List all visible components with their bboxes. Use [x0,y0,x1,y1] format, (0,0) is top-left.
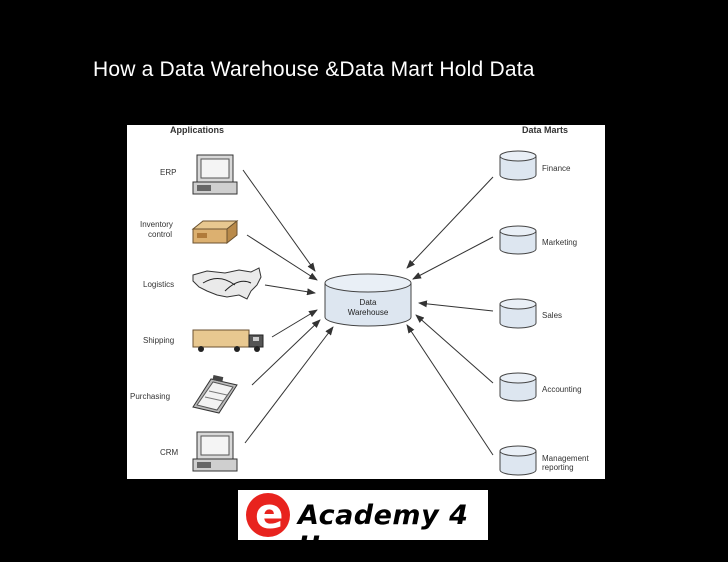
data-mart-label-management-line2: reporting [542,463,574,472]
logo-text: Academy 4 U [298,500,469,562]
data-marts-header: Data Marts [522,125,568,135]
eacademy-logo: e Academy 4 U [238,489,488,562]
us-map-icon [192,267,262,300]
data-mart-label-marketing: Marketing [542,238,577,247]
data-mart-label-sales: Sales [542,311,562,320]
computer-icon [192,154,238,195]
data-mart-management-reporting: Management reporting [499,445,589,476]
slide-title: How a Data Warehouse &Data Mart Hold Dat… [93,58,535,81]
data-mart-marketing: Marketing [499,225,577,255]
app-label-shipping: Shipping [143,336,174,345]
data-warehouse-diagram: Applications Data Marts Data Warehouse E… [127,125,605,479]
app-label-erp: ERP [160,168,176,177]
applications-header: Applications [170,125,224,135]
data-mart-label-accounting: Accounting [542,385,582,394]
logo-e-badge: e [246,489,290,538]
logo-e-letter: e [255,489,284,538]
data-mart-label-finance: Finance [542,164,571,173]
app-label-logistics: Logistics [143,280,174,289]
app-label-inventory-line2: control [148,230,172,239]
clipboard-icon [192,375,238,414]
truck-icon [192,329,264,352]
data-mart-arrows [406,176,494,456]
warehouse-label-line2: Warehouse [348,308,389,317]
data-mart-accounting: Accounting [499,372,582,402]
data-mart-sales: Sales [499,298,562,329]
app-label-purchasing: Purchasing [130,392,170,401]
app-label-crm: CRM [160,448,179,457]
box-icon [191,219,239,245]
data-mart-finance: Finance [499,150,571,181]
app-label-inventory: Inventory [140,220,173,229]
application-arrows [242,169,334,444]
data-mart-label-management: Management [542,454,589,463]
warehouse-label-line1: Data [360,298,377,307]
computer-icon [192,431,238,472]
data-warehouse-cylinder: Data Warehouse [324,273,412,327]
